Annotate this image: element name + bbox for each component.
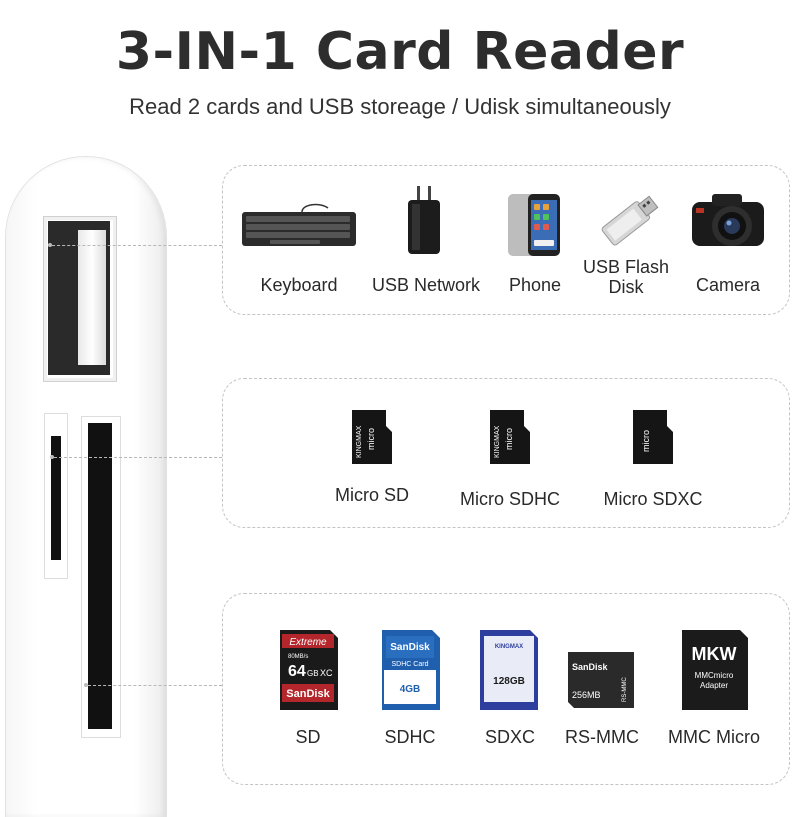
- sdhc-card-icon: SanDisk SDHC Card 4GB: [382, 630, 440, 710]
- sd-leader-dot: [84, 683, 88, 687]
- svg-text:128GB: 128GB: [493, 676, 525, 687]
- usb-leader-dot: [48, 243, 52, 247]
- micro-item-sdxc: micro Micro SDXC: [603, 408, 703, 509]
- sd-slot-opening: [88, 423, 112, 729]
- usb-network-adapter-icon: [408, 186, 440, 254]
- micro-sdxc-label: Micro SDXC: [603, 489, 703, 509]
- usb-item-camera: Camera: [682, 188, 774, 295]
- sd-item-rs-mmc: SanDisk 256MB RS-MMC RS-MMC: [562, 646, 642, 747]
- sdhc-label: SDHC: [384, 727, 436, 747]
- sd-item-sdxc: KINGMAX 128GB SDXC: [470, 626, 550, 747]
- svg-text:SanDisk: SanDisk: [390, 642, 430, 653]
- svg-text:KINGMAX: KINGMAX: [356, 425, 363, 458]
- svg-text:SanDisk: SanDisk: [286, 688, 330, 700]
- usb-item-usb-flash-disk: USB Flash Disk: [580, 188, 672, 297]
- svg-text:micro: micro: [641, 430, 651, 452]
- usb-flash-label-line2: Disk: [608, 277, 644, 297]
- svg-text:Adapter: Adapter: [700, 681, 728, 690]
- camera-icon: [692, 194, 764, 246]
- sd-leader-line: [88, 685, 222, 686]
- micro-sd-card-icon: KINGMAX micro: [352, 410, 392, 464]
- micro-item-sdhc: KINGMAX micro Micro SDHC: [460, 408, 560, 509]
- usb-flash-label: USB Flash: [582, 257, 670, 277]
- camera-label: Camera: [695, 275, 761, 295]
- phone-label: Phone: [508, 275, 562, 295]
- sd-item-sdhc: SanDisk SDHC Card 4GB SDHC: [370, 626, 450, 747]
- phone-icon: [508, 194, 560, 256]
- micro-sd-slot-opening: [51, 436, 61, 560]
- usb-item-keyboard: Keyboard: [240, 200, 358, 295]
- usb-network-label: USB Network: [371, 275, 481, 295]
- micro-leader-dot: [50, 455, 54, 459]
- svg-text:80MB/s: 80MB/s: [288, 654, 308, 660]
- usb-port-tongue: [78, 230, 106, 365]
- svg-text:KINGMAX: KINGMAX: [494, 425, 501, 458]
- svg-text:KINGMAX: KINGMAX: [495, 644, 523, 650]
- usb-item-phone: Phone: [498, 192, 572, 295]
- usb-leader-line: [52, 245, 222, 246]
- sd-item-sd: Extreme 80MB/s 64 GB XC SanDisk SD: [268, 626, 348, 747]
- rs-mmc-card-icon: SanDisk 256MB RS-MMC: [568, 652, 634, 708]
- usb-item-usb-network: USB Network: [362, 184, 490, 295]
- keyboard-icon: [242, 203, 356, 246]
- micro-item-sd: KINGMAX micro Micro SD: [322, 408, 422, 505]
- keyboard-label: Keyboard: [260, 275, 338, 295]
- svg-text:MMCmicro: MMCmicro: [695, 671, 734, 680]
- svg-text:SanDisk: SanDisk: [572, 662, 609, 672]
- svg-text:XC: XC: [320, 668, 333, 678]
- svg-text:256MB: 256MB: [572, 690, 601, 700]
- sdxc-label: SDXC: [484, 727, 535, 747]
- micro-sdxc-card-icon: micro: [633, 410, 673, 464]
- page-title: 3-IN-1 Card Reader: [115, 22, 685, 82]
- micro-leader-line: [54, 457, 222, 458]
- sd-item-mmc-micro: MKW MMCmicro Adapter MMC Micro: [664, 626, 764, 747]
- svg-text:GB: GB: [307, 669, 319, 678]
- micro-sdhc-card-icon: KINGMAX micro: [490, 410, 530, 464]
- svg-text:micro: micro: [504, 428, 514, 450]
- page-subtitle: Read 2 cards and USB storeage / Udisk si…: [129, 94, 671, 119]
- svg-text:Extreme: Extreme: [289, 637, 327, 648]
- sd-label: SD: [295, 727, 321, 747]
- svg-text:MKW: MKW: [692, 644, 737, 664]
- svg-text:RS-MMC: RS-MMC: [622, 677, 628, 702]
- sdxc-card-icon: KINGMAX 128GB: [480, 630, 538, 710]
- usb-flash-disk-icon: [601, 195, 659, 246]
- micro-sd-label: Micro SD: [334, 485, 409, 505]
- svg-text:SDHC Card: SDHC Card: [392, 661, 429, 668]
- svg-text:64: 64: [288, 663, 306, 680]
- mmc-micro-label: MMC Micro: [668, 727, 760, 747]
- svg-text:4GB: 4GB: [400, 684, 421, 695]
- mmc-micro-card-icon: MKW MMCmicro Adapter: [682, 630, 748, 710]
- rs-mmc-label: RS-MMC: [565, 727, 639, 747]
- micro-sdhc-label: Micro SDHC: [460, 489, 561, 509]
- sd-card-icon: Extreme 80MB/s 64 GB XC SanDisk: [280, 630, 338, 710]
- svg-text:micro: micro: [366, 428, 376, 450]
